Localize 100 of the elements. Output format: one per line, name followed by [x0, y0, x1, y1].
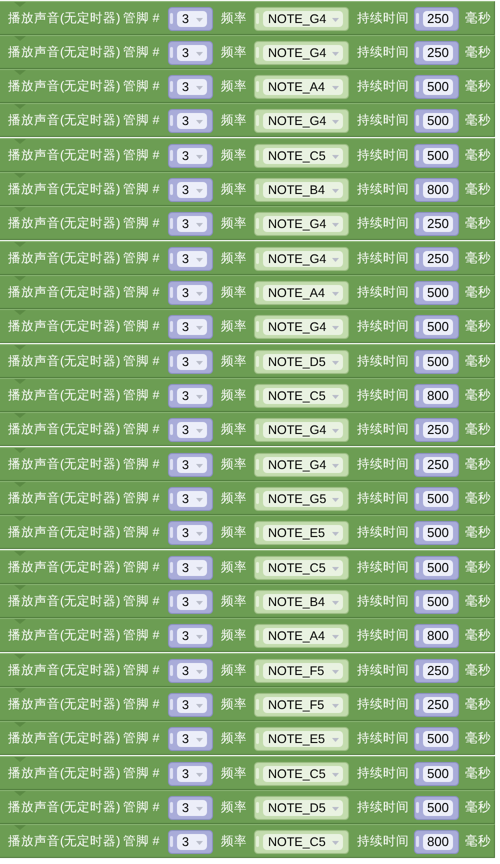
- dropdown-field: 3: [177, 525, 207, 542]
- value-block: [168, 178, 213, 202]
- number-field: 500: [423, 766, 453, 782]
- value-block: [414, 452, 459, 477]
- number-field: 250: [423, 216, 453, 232]
- block-label: 持续时间: [357, 10, 409, 26]
- dropdown-field: NOTE_B4: [263, 182, 343, 198]
- block-label: 播放声音(无定时器): [8, 146, 120, 164]
- value-block: [168, 727, 213, 752]
- block-label: 管脚 #: [123, 146, 160, 164]
- dropdown-field: 3: [177, 662, 207, 679]
- statement-block: [0, 69, 495, 104]
- block-label: 频率: [221, 627, 247, 644]
- number-field: 500: [423, 731, 453, 748]
- value-block: [168, 40, 213, 65]
- dropdown-field: 3: [177, 148, 207, 164]
- value-block: [254, 796, 349, 820]
- statement-block: [0, 275, 495, 310]
- block-label: 播放声音(无定时器): [8, 627, 120, 644]
- dropdown-field: NOTE_G5: [263, 491, 343, 508]
- statement-block: [0, 515, 495, 550]
- number-field: 500: [423, 285, 453, 302]
- block-label: 播放声音(无定时器): [8, 387, 120, 404]
- number-field: 250: [423, 456, 453, 473]
- block-label: 管脚 #: [123, 215, 160, 232]
- value-block: [414, 246, 459, 271]
- value-block: [414, 75, 459, 100]
- number-field: 800: [423, 834, 453, 850]
- number-field: 800: [423, 628, 453, 644]
- dropdown-field: NOTE_G4: [263, 422, 343, 438]
- block-label: 毫秒: [465, 558, 491, 576]
- block-label: 毫秒: [465, 146, 491, 164]
- block-label: 播放声音(无定时器): [8, 250, 120, 267]
- value-block: [414, 212, 459, 236]
- statement-block: [0, 138, 495, 172]
- block-label: 持续时间: [357, 181, 409, 198]
- block-label: 频率: [221, 215, 247, 232]
- dropdown-field: 3: [177, 10, 207, 26]
- block-label: 频率: [221, 764, 247, 782]
- block-label: 持续时间: [357, 524, 409, 542]
- block-label: 播放声音(无定时器): [8, 696, 120, 714]
- dropdown-field: NOTE_A4: [263, 79, 343, 96]
- dropdown-field: 3: [177, 491, 207, 508]
- dropdown-field: 3: [177, 594, 207, 610]
- block-label: 管脚 #: [123, 764, 160, 782]
- value-block: [254, 693, 349, 718]
- block-label: 持续时间: [357, 456, 409, 473]
- dropdown-field: NOTE_G4: [263, 113, 343, 130]
- number-field: 500: [423, 113, 453, 130]
- value-block: [254, 658, 349, 683]
- block-label: 播放声音(无定时器): [8, 318, 120, 336]
- value-block: [254, 624, 349, 648]
- statement-block: [0, 652, 495, 687]
- block-label: 持续时间: [357, 764, 409, 782]
- statement-block: [0, 206, 495, 240]
- block-label: 毫秒: [465, 10, 491, 26]
- value-block: [168, 830, 213, 854]
- block-label: 毫秒: [465, 696, 491, 714]
- value-block: [254, 418, 349, 442]
- block-label: 持续时间: [357, 593, 409, 610]
- dropdown-field: NOTE_G4: [263, 216, 343, 232]
- block-label: 管脚 #: [123, 456, 160, 473]
- value-block: [168, 144, 213, 168]
- value-block: [254, 178, 349, 202]
- value-block: [254, 75, 349, 100]
- block-label: 频率: [221, 558, 247, 576]
- block-label: 持续时间: [357, 352, 409, 370]
- value-block: [254, 109, 349, 134]
- value-block: [168, 246, 213, 271]
- number-field: 800: [423, 388, 453, 404]
- value-block: [168, 75, 213, 100]
- dropdown-field: NOTE_C5: [263, 766, 343, 782]
- block-label: 播放声音(无定时器): [8, 181, 120, 198]
- value-block: [254, 315, 349, 340]
- block-label: 播放声音(无定时器): [8, 490, 120, 508]
- value-block: [168, 762, 213, 786]
- value-block: [168, 487, 213, 512]
- block-label: 毫秒: [465, 799, 491, 816]
- block-label: 频率: [221, 696, 247, 714]
- block-label: 管脚 #: [123, 318, 160, 336]
- block-label: 频率: [221, 318, 247, 336]
- value-block: [414, 830, 459, 854]
- dropdown-field: NOTE_F5: [263, 697, 343, 714]
- number-field: 500: [423, 319, 453, 336]
- block-label: 毫秒: [465, 181, 491, 198]
- statement-block: [0, 103, 495, 138]
- statement-block: [0, 824, 495, 858]
- value-block: [414, 521, 459, 546]
- block-label: 频率: [221, 421, 247, 438]
- block-label: 毫秒: [465, 833, 491, 850]
- block-label: 播放声音(无定时器): [8, 662, 120, 679]
- value-block: [254, 521, 349, 546]
- value-block: [414, 556, 459, 580]
- block-label: 管脚 #: [123, 352, 160, 370]
- block-label: 管脚 #: [123, 284, 160, 302]
- dropdown-field: NOTE_D5: [263, 800, 343, 816]
- number-field: 250: [423, 697, 453, 714]
- block-label: 毫秒: [465, 593, 491, 610]
- dropdown-field: 3: [177, 456, 207, 473]
- dropdown-field: 3: [177, 628, 207, 644]
